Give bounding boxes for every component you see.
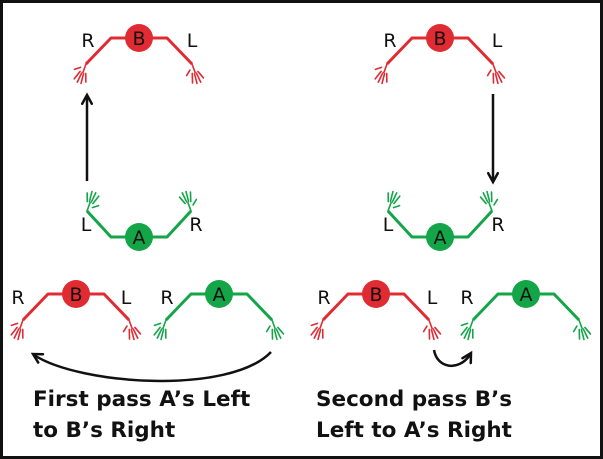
label-r: R (81, 30, 94, 52)
person-b-figure-first-pass: B (6, 280, 143, 343)
caption-second-line-1: Second pass B’s (316, 387, 513, 412)
person-a-head (512, 280, 540, 308)
person-a-head (125, 223, 153, 251)
label-r: R (460, 287, 473, 309)
label-l: L (427, 287, 438, 309)
person-b-label: B (369, 284, 382, 306)
person-b-head (362, 280, 390, 308)
person-b-figure-second-pass: B (306, 280, 443, 343)
person-a-label: A (213, 284, 226, 306)
person-b-head (426, 24, 454, 52)
label-l: L (492, 30, 503, 52)
caption-second-pass: Second pass B’s Left to A’s Right (316, 384, 596, 446)
label-r: R (491, 214, 504, 236)
arrow-icon (432, 349, 473, 367)
arrow-icon-head (80, 92, 94, 106)
arrow-icon (80, 92, 94, 181)
arrow-icon-head (461, 350, 473, 365)
panel-top-left: B R L A L R (69, 24, 206, 251)
label-r: R (317, 287, 330, 309)
person-b-figure-top-left: B (69, 24, 206, 87)
person-b-head (62, 280, 90, 308)
caption-first-pass: First pass A’s Left to B’s Right (33, 384, 303, 446)
label-r: R (11, 287, 24, 309)
person-a-head (426, 223, 454, 251)
label-r: R (160, 287, 173, 309)
caption-first-line-1: First pass A’s Left (33, 387, 251, 412)
caption-second-line-2: Left to A’s Right (316, 418, 512, 443)
arrow-icon (486, 94, 500, 185)
arrow-icon (30, 351, 272, 383)
person-b-figure-top-right: B (370, 24, 507, 87)
person-a-figure-top-left: A (80, 188, 201, 251)
label-l: L (81, 214, 92, 236)
arrow-icon-head (30, 352, 45, 364)
caption-first-line-2: to B’s Right (33, 418, 176, 443)
person-b-head (125, 24, 153, 52)
label-l: L (383, 214, 394, 236)
person-b-label: B (132, 28, 145, 50)
person-a-label: A (133, 227, 146, 249)
arrow-icon-head (486, 171, 500, 185)
person-a-head (205, 280, 233, 308)
person-a-figure-second-pass: A (456, 280, 593, 343)
label-r: R (383, 30, 396, 52)
person-a-figure-first-pass: A (149, 280, 286, 343)
person-a-figure-top-right: A (381, 188, 502, 251)
person-b-label: B (433, 28, 446, 50)
person-a-label: A (434, 227, 447, 249)
label-l: L (187, 30, 198, 52)
panel-top-right: B R L A L R (370, 24, 507, 251)
label-l: L (121, 287, 132, 309)
person-b-label: B (69, 284, 82, 306)
person-a-label: A (520, 284, 533, 306)
label-r: R (189, 214, 202, 236)
